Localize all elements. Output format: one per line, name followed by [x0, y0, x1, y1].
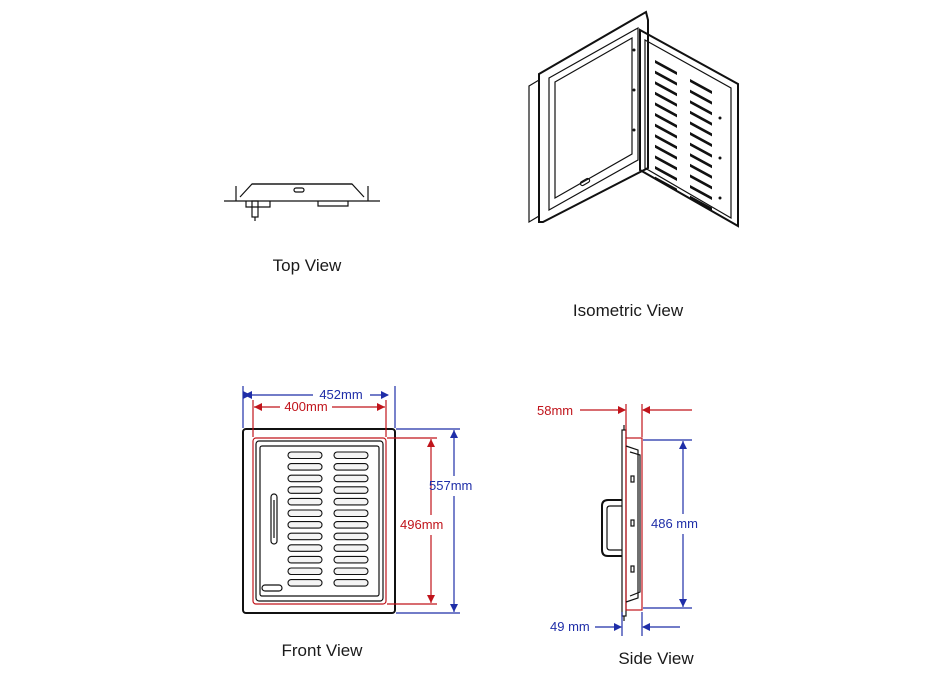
- louver-slot: [333, 521, 369, 529]
- top-view-drawing: [224, 183, 380, 221]
- louver-slot: [287, 451, 323, 460]
- louver-slot: [287, 532, 323, 541]
- front-view-caption: Front View: [282, 641, 364, 660]
- louver-slot: [287, 497, 323, 506]
- isometric-louver-slot: [690, 100, 712, 116]
- louver-slot: [333, 532, 369, 541]
- louver-slot: [287, 521, 323, 529]
- isometric-louver-slot: [655, 70, 677, 86]
- louver-slot: [287, 509, 323, 518]
- front-inner-width-label: 400mm: [284, 399, 327, 414]
- isometric-louver-slot: [655, 176, 677, 192]
- isometric-louver-slot: [655, 113, 677, 128]
- side-view-drawing: [580, 404, 692, 636]
- front-outer-width-label: 452mm: [319, 387, 362, 402]
- isometric-louver-slot: [690, 121, 712, 137]
- side-height-label: 486 mm: [651, 516, 698, 531]
- side-top-depth-label: 58mm: [537, 403, 573, 418]
- isometric-louver-slot: [690, 195, 712, 211]
- louver-slot: [333, 555, 369, 564]
- louver-slot: [333, 474, 369, 483]
- louver-slot: [333, 463, 369, 471]
- louver-slot: [287, 579, 323, 587]
- isometric-louver-slot: [655, 155, 677, 171]
- louver-slot: [287, 555, 323, 564]
- isometric-louvers: [655, 60, 712, 211]
- top-view-caption: Top View: [273, 256, 342, 275]
- isometric-louver-slot: [690, 185, 712, 200]
- isometric-louver-slot: [690, 174, 712, 190]
- isometric-louver-slot: [655, 123, 677, 139]
- louver-slot: [333, 451, 369, 460]
- isometric-louver-slot: [690, 79, 712, 94]
- side-view-caption: Side View: [618, 649, 694, 668]
- isometric-view-drawing: [528, 10, 739, 228]
- front-view-drawing: [242, 386, 460, 614]
- front-louvers: [287, 451, 369, 587]
- isometric-louver-slot: [690, 110, 712, 126]
- isometric-louver-slot: [690, 163, 712, 179]
- isometric-louver-slot: [690, 89, 712, 105]
- louver-slot: [287, 567, 323, 576]
- isometric-louver-slot: [655, 81, 677, 97]
- louver-slot: [287, 463, 323, 471]
- louver-slot: [287, 486, 323, 494]
- louver-slot: [287, 474, 323, 483]
- louver-slot: [333, 567, 369, 576]
- isometric-louver-slot: [655, 60, 677, 75]
- louver-slot: [333, 579, 369, 587]
- front-outer-height-label: 557mm: [429, 478, 472, 493]
- isometric-louver-slot: [690, 142, 712, 158]
- isometric-louver-slot: [655, 91, 677, 107]
- louver-slot: [287, 544, 323, 552]
- front-inner-height-label: 496mm: [400, 517, 443, 532]
- isometric-louver-slot: [690, 132, 712, 147]
- isometric-louver-slot: [655, 102, 677, 118]
- isometric-view-caption: Isometric View: [573, 301, 684, 320]
- louver-slot: [333, 544, 369, 552]
- louver-slot: [333, 509, 369, 518]
- isometric-louver-slot: [655, 134, 677, 150]
- isometric-louver-slot: [655, 166, 677, 181]
- louver-slot: [333, 497, 369, 506]
- isometric-louver-slot: [690, 153, 712, 169]
- isometric-louver-slot: [655, 144, 677, 160]
- side-bottom-depth-label: 49 mm: [550, 619, 590, 634]
- louver-slot: [333, 486, 369, 494]
